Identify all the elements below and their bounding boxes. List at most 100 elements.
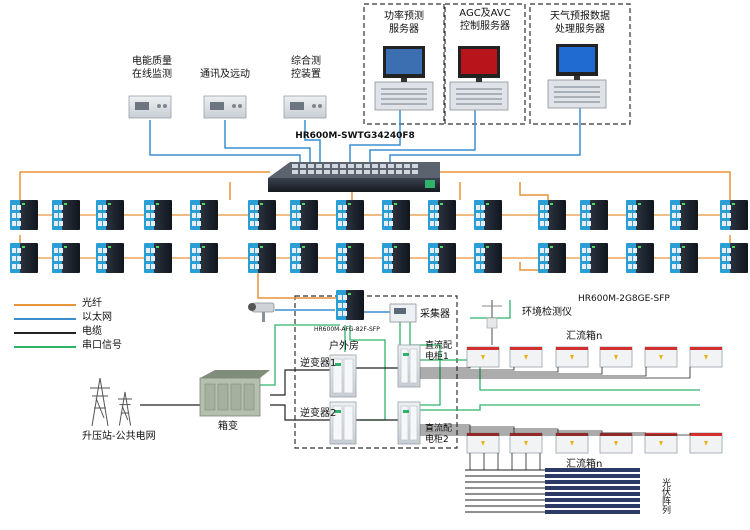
legend-swatch-cable [14, 332, 76, 334]
eth-weather [389, 108, 581, 165]
cable-dc1-combiner [420, 367, 603, 375]
cable-lines [140, 367, 400, 421]
ring-switch-top-6 [248, 200, 276, 230]
label-dc-cabinet-1: 直流配 电柜1 [425, 341, 453, 362]
legend-label: 电缆 [82, 326, 102, 337]
cable-dc2-combiner [420, 428, 559, 433]
label-combiner-top: 汇流箱n [566, 331, 603, 342]
ring-switch-bottom-11 [474, 243, 502, 273]
cable-inv1 [270, 369, 330, 396]
server-frame-agc [444, 3, 526, 125]
ring-switch-top-14 [626, 200, 654, 230]
label-inverter1: 逆变器1 [300, 358, 337, 369]
eth-telecom [224, 120, 311, 165]
label-power-forecast-server: 功率预测 服务器 [384, 11, 424, 35]
combiner-box-bottom-6 [689, 432, 723, 454]
label-inverter2: 逆变器2 [300, 408, 337, 419]
ring-switch-bottom-3 [96, 243, 124, 273]
ring-switch-bottom-12 [538, 243, 566, 273]
power-forecast-server [374, 46, 434, 111]
fiber-to-field [257, 262, 340, 299]
ring-switch-top-7 [290, 200, 318, 230]
fiber-right-top [440, 171, 731, 205]
ring-switch-top-9 [382, 200, 410, 230]
label-ring-switch-model: HR600M-2G8GE-SFP [578, 294, 670, 304]
dc-cabinet-2 [397, 401, 421, 445]
cable-dc1-combiner [420, 367, 471, 369]
collector-device [389, 303, 417, 323]
ring-switch-top-10 [428, 200, 456, 230]
tower-icon-2 [118, 391, 132, 426]
cable-dc1-combiner [420, 367, 515, 371]
power-quality-device [128, 95, 172, 119]
label-core-switch-model: HR600M-SWTG34240F8 [295, 131, 415, 141]
legend-item-fiber: 光纤 [14, 297, 154, 311]
label-dc-cabinet-2: 直流配 电柜2 [425, 424, 453, 445]
dc-cabinet-1 [397, 344, 421, 388]
serial-dc2 [409, 322, 441, 406]
ring-switch-bottom-10 [428, 243, 456, 273]
label-collector: 采集器 [420, 309, 450, 320]
ring-switch-bottom-8 [336, 243, 364, 273]
environment-monitor [482, 300, 502, 345]
label-substation: 升压站-公共电网 [82, 431, 156, 442]
label-pv-array: 光伏阵列 [660, 478, 670, 514]
ring-switch-top-5 [190, 200, 218, 230]
combiner-box-bottom-2 [509, 432, 543, 454]
label-weather-server: 天气预报数据 处理服务器 [550, 11, 610, 35]
ring-switch-bottom-5 [190, 243, 218, 273]
combiner-box-top-2 [509, 346, 543, 368]
ring-switch-bottom-7 [290, 243, 318, 273]
label-env-monitor: 环境检测仪 [522, 307, 572, 318]
server-group-frames [294, 3, 631, 449]
server-frame-power-forecast [363, 3, 445, 125]
ring-switch-bottom-13 [580, 243, 608, 273]
legend-swatch-serial [14, 346, 76, 348]
ring-switch-bottom-15 [670, 243, 698, 273]
legend-label: 光纤 [82, 298, 102, 309]
tower-icon-1 [90, 377, 110, 427]
label-outdoor-room: 户外房 [329, 341, 359, 352]
ring-switch-top-1 [10, 200, 38, 230]
combiner-box-bottom-4 [599, 432, 633, 454]
combiner-box-bottom-5 [644, 432, 678, 454]
label-protection: 综合测 控装置 [291, 56, 321, 80]
eth-power-forecast [349, 108, 401, 165]
ring-switch-top-16 [720, 200, 748, 230]
legend-item-cable: 电缆 [14, 325, 154, 339]
ring-switch-bottom-14 [626, 243, 654, 273]
legend-label: 串口信号 [82, 340, 122, 351]
ring-switch-top-12 [538, 200, 566, 230]
weather-server [547, 44, 607, 109]
protection-device [283, 95, 327, 119]
ring-switch-bottom-16 [720, 243, 748, 273]
label-agc-server: AGC及AVC 控制服务器 [459, 8, 511, 32]
serial-env [470, 300, 511, 319]
ethernet-lines [149, 108, 581, 165]
ring-switch-top-8 [336, 200, 364, 230]
combiner-box-top-5 [644, 346, 678, 368]
serial-top-combiners [420, 359, 700, 391]
field-ethernet-lines [275, 309, 395, 313]
outdoor-room-frame [294, 295, 458, 449]
inverter-2 [329, 401, 357, 445]
cable-dc1-combiner [420, 367, 691, 379]
telecom-device [203, 95, 247, 119]
combiner-box-top-6 [689, 346, 723, 368]
core-switch [268, 162, 440, 192]
inverter-1 [329, 354, 357, 398]
cable-inv2 [270, 404, 330, 421]
ring-switch-bottom-2 [52, 243, 80, 273]
cable-dc1-combiner [420, 367, 559, 373]
combiner-box-top-4 [599, 346, 633, 368]
legend-swatch-fiber [14, 304, 76, 306]
ring-switch-top-11 [474, 200, 502, 230]
legend-item-ethernet: 以太网 [14, 311, 154, 325]
label-box-transformer: 箱变 [218, 421, 238, 432]
serial-bottom-combiners [420, 404, 700, 411]
server-frame-weather [529, 3, 631, 125]
cable-dc2-combiner [420, 424, 471, 433]
legend-swatch-ethernet [14, 318, 76, 320]
